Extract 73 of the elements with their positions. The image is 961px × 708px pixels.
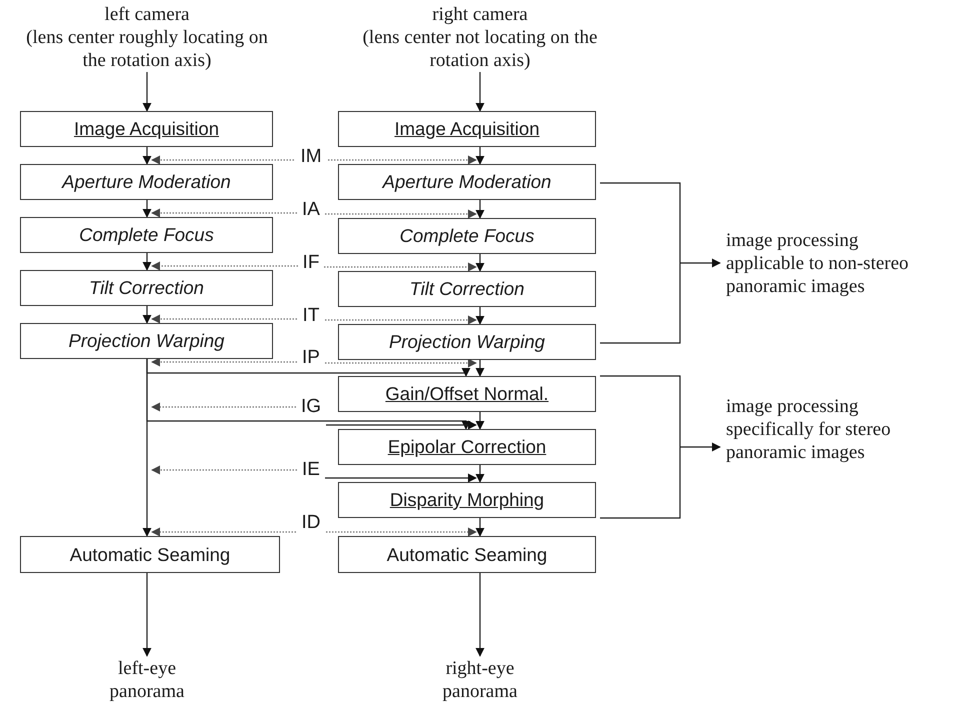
dotted-arrow: [326, 528, 477, 536]
input-title: right camera: [432, 2, 528, 26]
process-box: [20, 270, 273, 306]
dotted-arrow: [325, 358, 477, 368]
dotted-arrow: [151, 402, 296, 412]
input-note: (lens center not locating on the rotation axis): [362, 26, 598, 72]
process-box: [338, 111, 596, 147]
arrow: [680, 258, 721, 268]
dotted-arrow: [324, 262, 477, 272]
process-box: [338, 536, 596, 573]
step-label: Image Acquisition: [394, 118, 540, 140]
arrow: [476, 254, 484, 272]
note-text: image processing applicable to non-stereo panoramic images: [726, 226, 931, 300]
dotted-arrow: [328, 156, 477, 164]
process-box: [338, 271, 596, 307]
dotted-arrow: [325, 210, 477, 218]
arrow: [142, 306, 152, 324]
step-label: Disparity Morphing: [390, 489, 544, 511]
process-box: [338, 164, 596, 200]
input-title: left camera: [104, 2, 190, 26]
process-box: [20, 323, 273, 359]
arrow: [476, 465, 484, 483]
input-note: (lens center roughly locating on the rotation axis): [25, 26, 269, 72]
step-label: Automatic Seaming: [70, 544, 230, 566]
process-box: [338, 429, 596, 465]
step-label: Image Acquisition: [74, 118, 219, 140]
step-label: Projection Warping: [389, 331, 545, 353]
step-label: Tilt Correction: [410, 278, 524, 300]
dotted-arrow: [325, 316, 477, 324]
dotted-arrow: [151, 358, 297, 366]
arrow: [142, 253, 152, 271]
arrow: [680, 442, 721, 452]
arrow: [476, 573, 484, 657]
dotted-arrow: [151, 528, 296, 536]
dotted-arrow: [151, 156, 294, 164]
step-label: Aperture Moderation: [62, 171, 231, 193]
arrow: [142, 573, 152, 657]
arrow: [142, 147, 152, 165]
process-box: [338, 376, 596, 412]
step-label: Gain/Offset Normal.: [385, 383, 549, 405]
arrow: [476, 147, 484, 165]
dotted-arrow: [151, 466, 297, 474]
step-label: Automatic Seaming: [386, 544, 548, 566]
arrow: [476, 412, 484, 430]
process-box: [338, 324, 596, 360]
arrow: [476, 200, 484, 219]
arrow: [142, 72, 152, 112]
process-box: [20, 111, 273, 147]
process-box: [20, 536, 280, 573]
dotted-arrow: [151, 314, 297, 324]
step-label: Tilt Correction: [89, 277, 204, 299]
process-box: [20, 217, 273, 253]
step-label: Projection Warping: [68, 330, 224, 352]
process-box: [338, 482, 596, 518]
arrow: [146, 359, 470, 430]
arrow: [142, 200, 152, 218]
process-box: [20, 164, 273, 200]
arrow: [476, 518, 484, 537]
dotted-arrow: [151, 262, 298, 270]
step-label: Complete Focus: [400, 225, 534, 247]
dotted-arrow: [151, 208, 297, 218]
output-label: left-eye panorama: [97, 656, 197, 704]
process-box: [338, 218, 596, 254]
note-text: image processing specifically for stereo panoramic images: [726, 392, 931, 466]
step-label: Epipolar Correction: [388, 436, 546, 458]
arrow: [476, 72, 484, 112]
arrow: [326, 420, 477, 430]
step-label: Aperture Moderation: [382, 171, 552, 193]
arrow: [476, 360, 484, 377]
step-label: Complete Focus: [79, 224, 214, 246]
arrow: [325, 474, 477, 482]
arrow: [476, 307, 484, 325]
output-label: right-eye panorama: [430, 656, 530, 704]
